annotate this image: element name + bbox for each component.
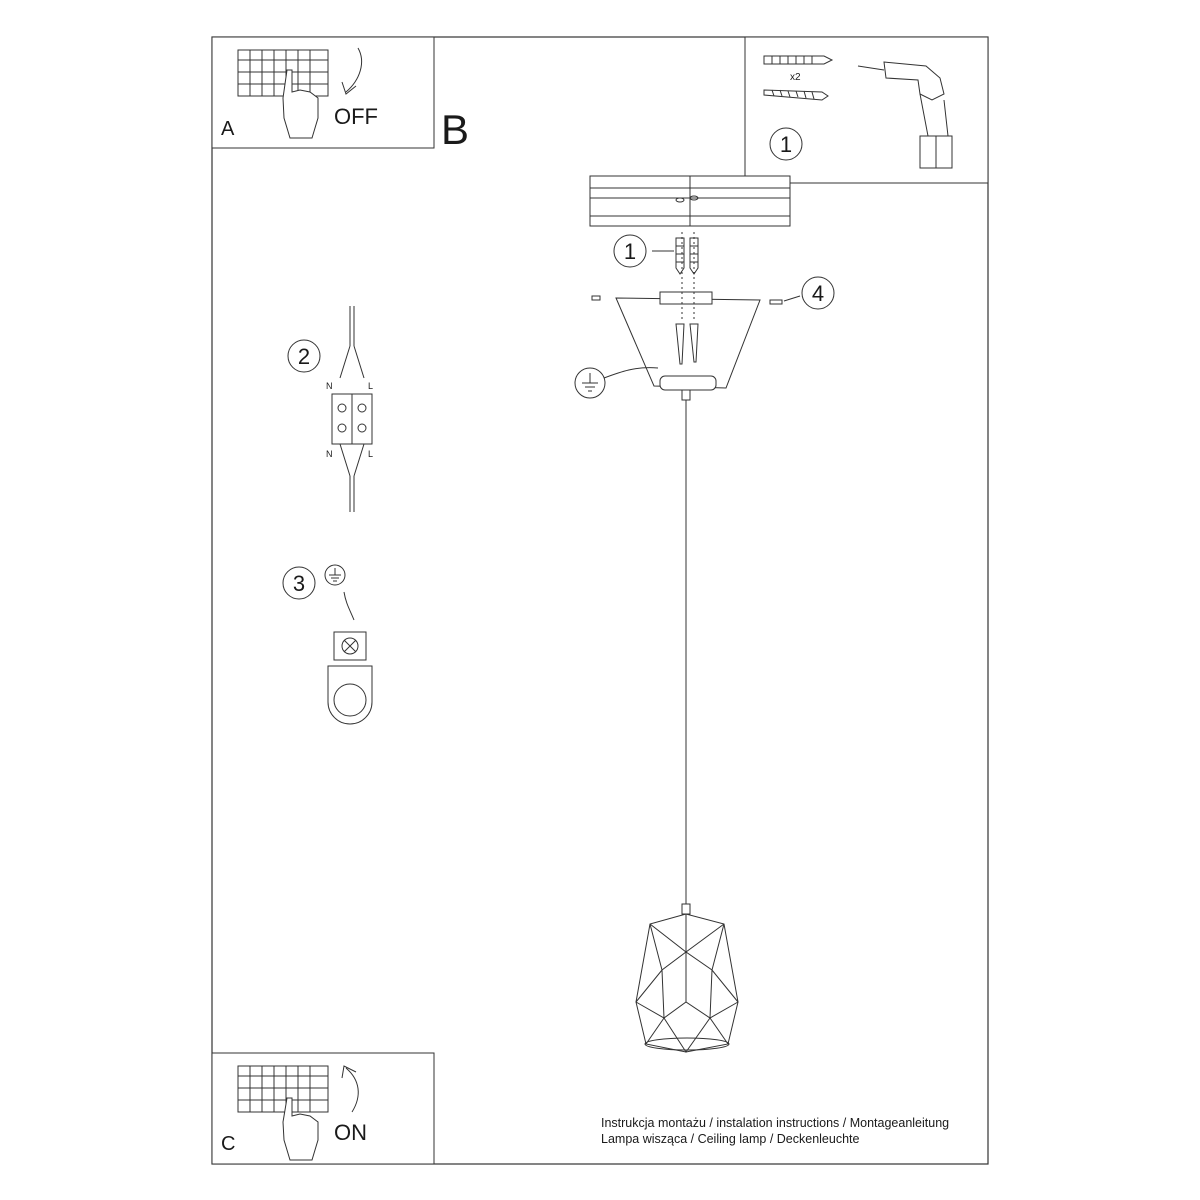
callout-3-number: 3 xyxy=(293,571,305,596)
quantity-label: x2 xyxy=(790,72,801,83)
wall-dowels xyxy=(675,237,699,275)
wall-plug-icon xyxy=(763,55,834,65)
panel-a-power-off: A OFF xyxy=(211,36,435,149)
ceiling-block xyxy=(589,175,791,227)
canopy xyxy=(615,232,761,401)
panel-c-action: ON xyxy=(334,1120,367,1145)
drill-icon xyxy=(857,61,953,169)
panel-tools: x2 1 xyxy=(744,36,989,184)
terminal-neutral-top: N xyxy=(326,381,333,391)
callout-1-circle xyxy=(613,234,647,268)
terminal-live-top: L xyxy=(368,381,373,391)
panel-c-power-on: C ON xyxy=(211,1052,435,1165)
callout-2-number: 2 xyxy=(298,344,310,369)
callout-3-circle xyxy=(282,566,316,600)
breaker-box-icon-c xyxy=(237,1065,329,1113)
callout-2-circle xyxy=(287,339,321,373)
footer-line-2: Lampa wisząca / Ceiling lamp / Deckenleu… xyxy=(601,1132,860,1146)
terminal-live-bottom: L xyxy=(368,449,373,459)
footer-caption: Instrukcja montażu / instalation instruc… xyxy=(601,1115,949,1147)
arrow-up-icon xyxy=(341,1065,359,1113)
panel-a-action: OFF xyxy=(334,104,378,129)
arrow-down-icon xyxy=(341,47,362,95)
geometric-lamp-shade xyxy=(635,903,739,1053)
ground-symbol-icon xyxy=(574,367,606,399)
hand-pointer-icon-c xyxy=(282,1097,319,1161)
terminal-neutral-bottom: N xyxy=(326,449,333,459)
ground-symbol-small-icon xyxy=(324,564,346,586)
panel-a-letter: A xyxy=(221,118,235,140)
panel-b-letter: B xyxy=(441,106,469,153)
wiring-terminal xyxy=(331,306,373,512)
hand-pointer-icon xyxy=(282,69,319,139)
callout-1-number: 1 xyxy=(624,239,636,264)
tools-step-number: 1 xyxy=(780,132,792,157)
screw-icon xyxy=(763,89,829,101)
panel-c-letter: C xyxy=(221,1133,235,1155)
page-frame xyxy=(211,36,989,1165)
footer-line-1: Instrukcja montażu / instalation instruc… xyxy=(601,1116,950,1130)
ground-clamp xyxy=(327,631,373,725)
side-screws xyxy=(591,295,783,305)
callout-4-circle xyxy=(801,276,835,310)
tools-step-circle xyxy=(769,127,803,161)
callout-4-number: 4 xyxy=(812,281,824,306)
